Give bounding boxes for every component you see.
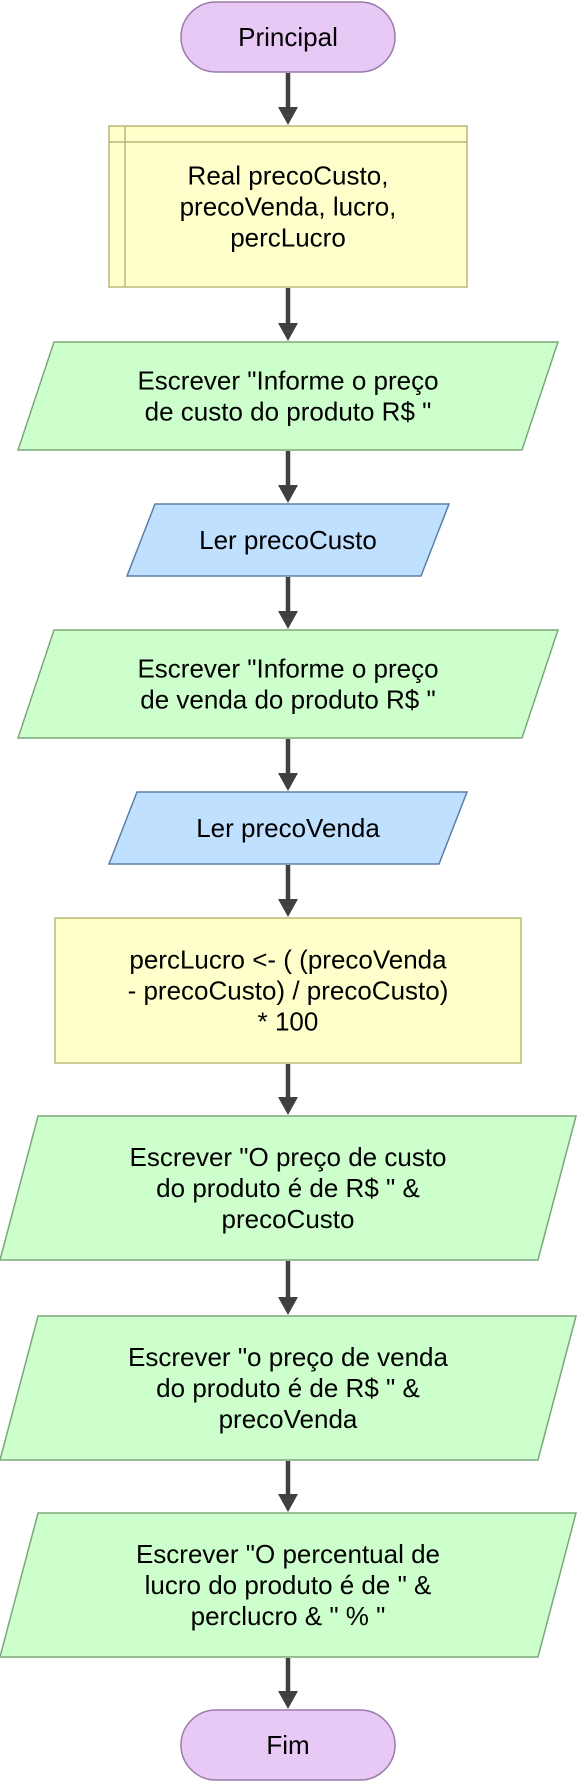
node-label-line: do produto é de R$ " & [156, 1173, 420, 1203]
edge-out1-to-in1 [278, 451, 298, 503]
edge-out4-to-out5 [278, 1461, 298, 1512]
edge-in1-to-out2 [278, 577, 298, 629]
output-shape [0, 1512, 577, 1658]
node-label-line: Escrever "Informe o preço [137, 654, 438, 684]
edge-assign-to-out3 [278, 1064, 298, 1115]
node-assign: percLucro <- ( (precoVenda- precoCusto) … [54, 917, 522, 1064]
node-label-line: Ler precoVenda [196, 813, 380, 843]
node-label-line: precoCusto [222, 1204, 355, 1234]
edge-start-to-decl [278, 73, 298, 125]
node-label-line: Escrever "Informe o preço [137, 366, 438, 396]
node-label-line: do produto é de R$ " & [156, 1373, 420, 1403]
node-end: Fim [180, 1709, 396, 1781]
terminal-shape [180, 1, 396, 73]
edge-in2-to-assign [278, 865, 298, 917]
node-in1: Ler precoCusto [125, 503, 451, 577]
node-label-line: precoVenda [219, 1404, 358, 1434]
node-label-line: Ler precoCusto [199, 525, 377, 555]
node-label-line: de custo do produto R$ " [145, 397, 432, 427]
input-shape [125, 503, 451, 577]
node-label-line: Real precoCusto, [188, 161, 389, 191]
node-label-line: Escrever "o preço de venda [128, 1342, 449, 1372]
terminal-shape [180, 1709, 396, 1781]
node-decl: Real precoCusto,precoVenda, lucro,percLu… [108, 125, 468, 288]
edge-decl-to-out1 [278, 288, 298, 341]
node-label-line: precoVenda, lucro, [180, 192, 397, 222]
node-label-line: - precoCusto) / precoCusto) [128, 976, 449, 1006]
edge-out2-to-in2 [278, 739, 298, 791]
edge-out5-to-end [278, 1658, 298, 1709]
declaration-shape [108, 125, 468, 288]
node-label-line: percLucro [230, 223, 346, 253]
node-in2: Ler precoVenda [107, 791, 469, 865]
node-label-line: Fim [266, 1730, 309, 1760]
process-shape [54, 917, 522, 1064]
node-label-line: perclucro & " % " [191, 1601, 386, 1631]
node-label-line: de venda do produto R$ " [140, 685, 435, 715]
node-label-line: percLucro <- ( (precoVenda [129, 945, 447, 975]
edge-out3-to-out4 [278, 1261, 298, 1315]
node-label-line: Escrever "O preço de custo [129, 1142, 446, 1172]
node-label-line: * 100 [258, 1007, 319, 1037]
input-shape [107, 791, 469, 865]
output-shape [16, 629, 560, 739]
output-shape [0, 1115, 577, 1261]
node-label-line: Principal [238, 22, 338, 52]
output-shape [0, 1315, 577, 1461]
output-shape [16, 341, 560, 451]
node-label-line: lucro do produto é de " & [145, 1570, 432, 1600]
node-label-line: Escrever "O percentual de [136, 1539, 440, 1569]
node-start: Principal [180, 1, 396, 73]
